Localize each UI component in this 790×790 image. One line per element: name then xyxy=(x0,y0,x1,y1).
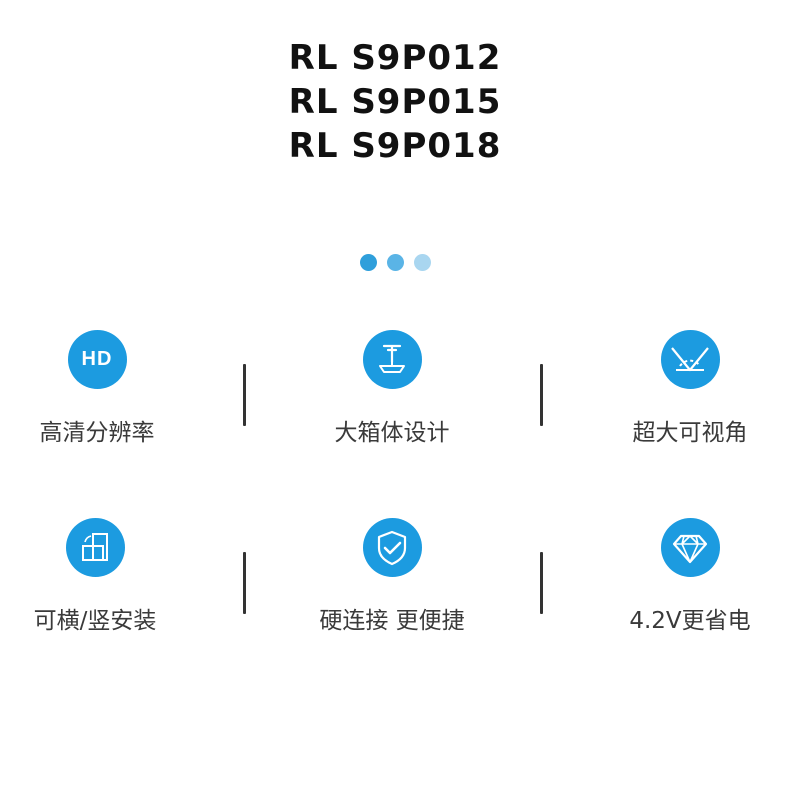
feature-row-2: 可横/竖安装 硬连接 更便捷 4.2V更省电 xyxy=(0,518,790,638)
feature-row-1: HD 高清分辨率 大箱体设计 xyxy=(0,330,790,450)
divider xyxy=(243,552,246,614)
rotate-install-icon xyxy=(65,518,125,577)
viewing-angle-icon xyxy=(660,330,720,389)
feature-label-power-saving: 4.2V更省电 xyxy=(629,608,751,634)
carousel-dot-2[interactable] xyxy=(386,254,404,271)
feature-label-viewing-angle: 超大可视角 xyxy=(632,420,748,446)
shield-check-icon xyxy=(362,518,422,577)
feature-cabinet: 大箱体设计 xyxy=(292,330,492,447)
carousel-dot-3[interactable] xyxy=(413,254,431,271)
feature-hard-connect: 硬连接 更便捷 xyxy=(292,518,492,635)
diamond-icon xyxy=(660,518,720,577)
model-title-2: RL S9P015 xyxy=(288,82,502,122)
feature-label-rotate-install: 可横/竖安装 xyxy=(33,608,157,634)
feature-label-cabinet: 大箱体设计 xyxy=(334,420,450,446)
feature-label-hard-connect: 硬连接 更便捷 xyxy=(319,608,465,634)
stand-design-icon xyxy=(362,330,422,389)
carousel-dots xyxy=(0,254,790,271)
feature-rotate-install: 可横/竖安装 xyxy=(0,518,195,635)
divider xyxy=(540,364,543,426)
hd-icon: HD xyxy=(67,330,127,389)
feature-viewing-angle: 超大可视角 xyxy=(590,330,790,447)
model-title-3: RL S9P018 xyxy=(288,126,502,166)
divider xyxy=(540,552,543,614)
model-title-1: RL S9P012 xyxy=(288,38,502,78)
hd-icon-text: HD xyxy=(81,348,113,370)
model-titles: RL S9P012 RL S9P015 RL S9P018 xyxy=(0,36,790,168)
carousel-dot-1[interactable] xyxy=(359,254,377,271)
divider xyxy=(243,364,246,426)
feature-label-hd: 高清分辨率 xyxy=(39,420,155,446)
feature-power-saving: 4.2V更省电 xyxy=(590,518,790,635)
feature-hd: HD 高清分辨率 xyxy=(0,330,197,447)
